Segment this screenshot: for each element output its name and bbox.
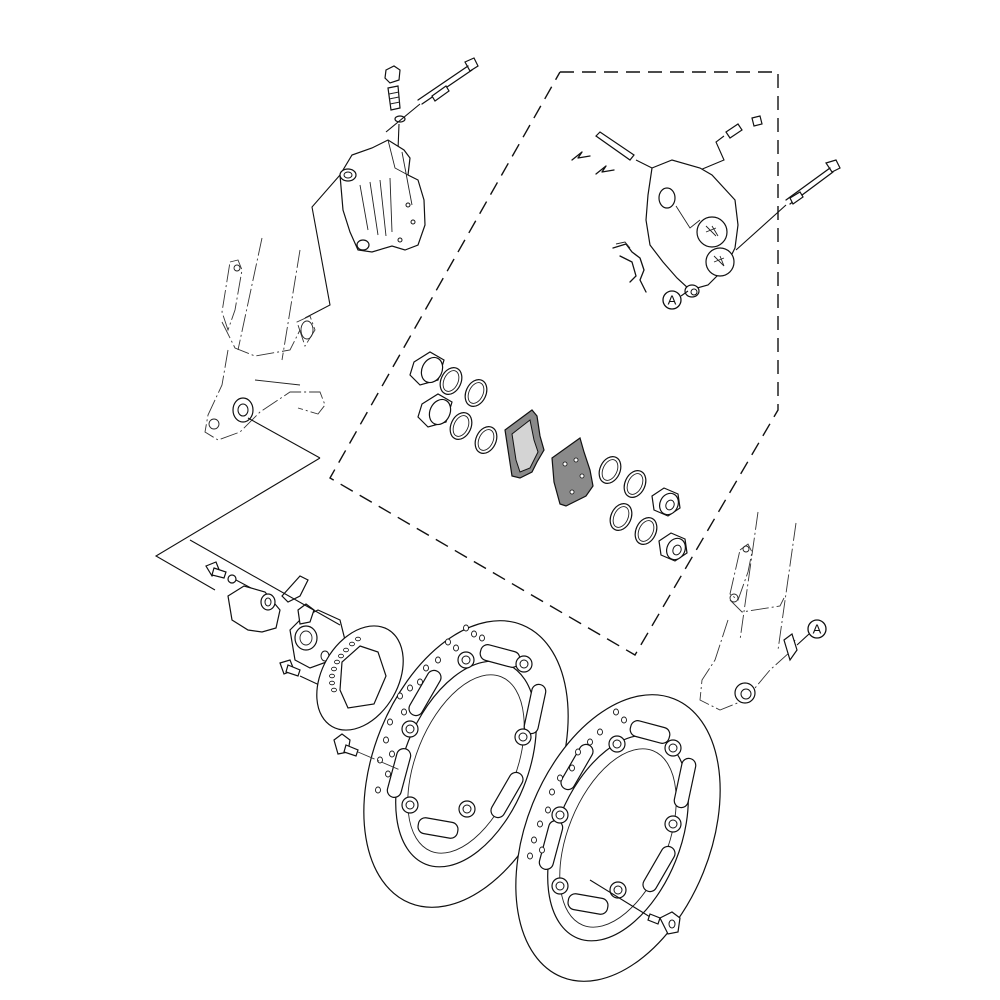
dashed-inset-outline: [329, 71, 779, 656]
right-brake-caliper: [571, 115, 841, 298]
caliper-pistons-and-seals: [409, 351, 688, 562]
right-front-fork: [699, 511, 810, 711]
svg-text:A: A: [668, 293, 677, 308]
reference-label-a-fork: A: [807, 619, 827, 639]
left-front-fork: [154, 237, 326, 591]
abs-sensor-assembly: [189, 539, 346, 691]
brake-disc-left: [333, 620, 569, 908]
brake-disc-right: [515, 694, 721, 982]
svg-text:A: A: [813, 622, 822, 637]
reference-label-a-caliper: A: [662, 290, 682, 310]
left-brake-caliper: [304, 57, 479, 319]
sensor-rotor: [316, 625, 404, 731]
brake-pads: [504, 409, 594, 507]
